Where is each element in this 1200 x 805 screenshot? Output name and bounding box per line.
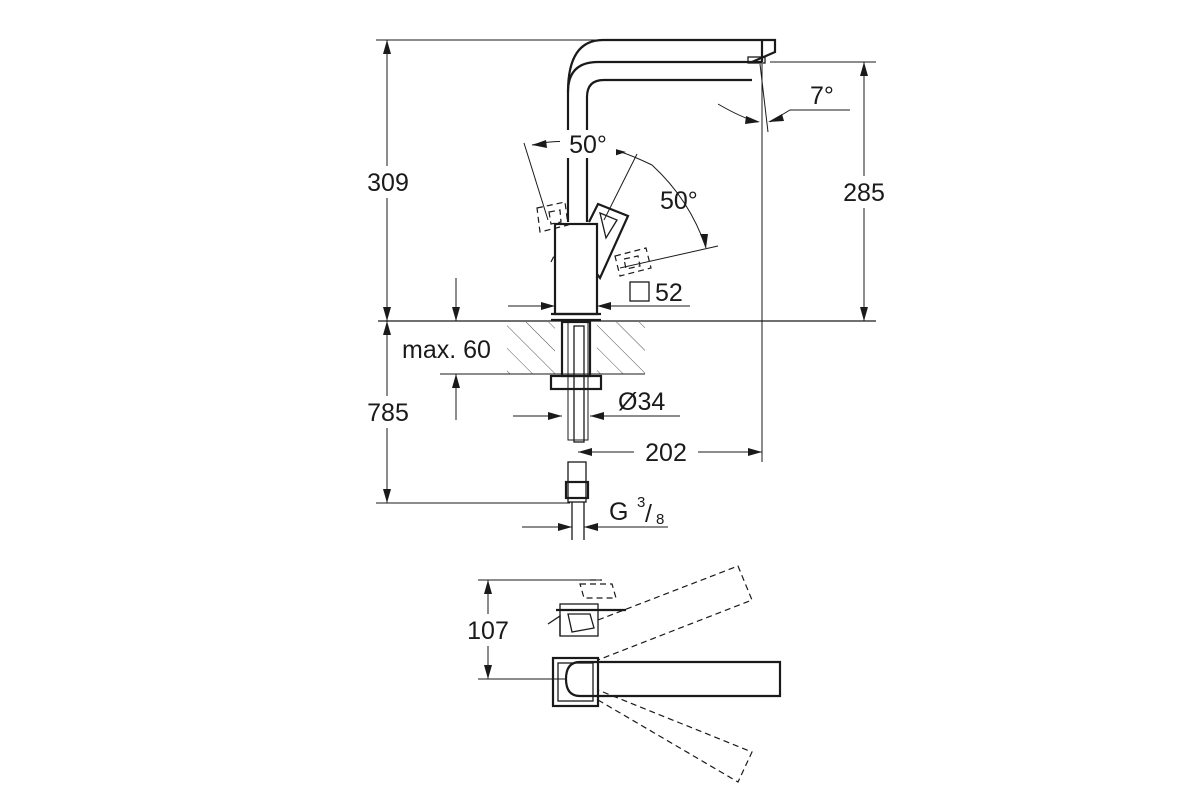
dim-lever-angle-2: 50°	[619, 164, 719, 269]
reach-label: 202	[645, 439, 687, 467]
top-view: 107	[456, 565, 782, 783]
lever-top	[547, 579, 626, 637]
dim-below-counter: 785	[356, 321, 570, 504]
hole-diameter-label: Ø34	[618, 388, 665, 416]
lever-dashed	[536, 201, 652, 296]
dim-thread: G 3 / 8	[522, 494, 668, 531]
lever-solid	[588, 202, 630, 281]
lever-angle-1-label: 50°	[569, 131, 607, 159]
dim-total-height: 309	[356, 39, 600, 321]
dim-spout-tilt: 7°	[717, 63, 850, 462]
thread-denominator-label: 8	[656, 511, 664, 528]
below-counter-label: 785	[367, 399, 409, 427]
spout-swivel-dashed	[597, 565, 753, 783]
thread-slash-label: /	[645, 500, 652, 528]
dim-top-view-height: 107	[456, 579, 600, 680]
dim-hole-diameter: Ø34	[513, 388, 680, 420]
square-symbol-icon	[629, 281, 650, 302]
mounting-assembly	[549, 320, 603, 540]
faucet-body	[551, 222, 601, 322]
dim-base-square: 52	[508, 279, 690, 310]
dim-max-counter: max. 60	[402, 278, 507, 420]
thread-prefix-label: G	[609, 498, 628, 526]
max-counter-label: max. 60	[402, 336, 491, 364]
base-square-label: 52	[655, 279, 683, 307]
spout	[566, 38, 777, 222]
dim-lever-angle-1: 50°	[523, 130, 653, 221]
dim-reach: 202	[578, 436, 762, 468]
spout-top	[551, 656, 782, 708]
lever-angle-2-label: 50°	[660, 187, 698, 215]
side-view: 309 785 max. 60 285	[356, 38, 898, 540]
countertop-section	[507, 322, 645, 375]
spout-height-label: 285	[843, 179, 885, 207]
total-height-label: 309	[367, 169, 409, 197]
dim-spout-height: 285	[770, 61, 898, 321]
spout-tilt-label: 7°	[810, 82, 834, 110]
top-view-height-label: 107	[467, 617, 509, 645]
thread-numerator-label: 3	[637, 494, 645, 511]
